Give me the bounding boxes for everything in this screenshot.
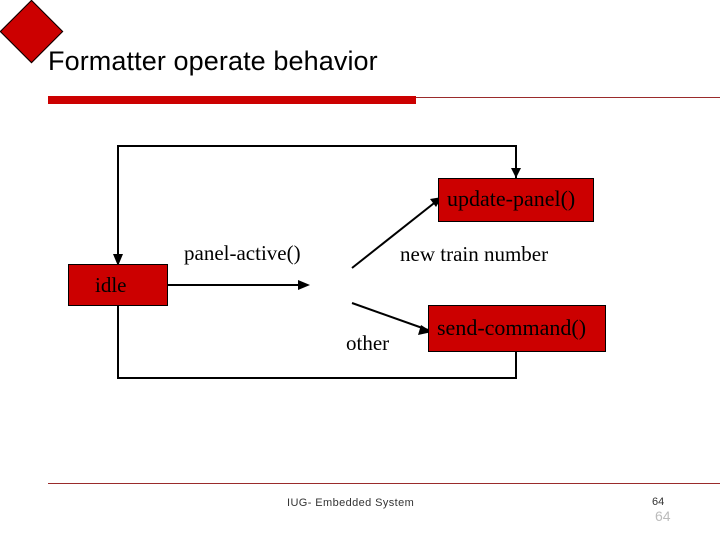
- footer-text: IUG- Embedded System: [287, 497, 415, 509]
- arrowhead-decision: [298, 280, 310, 290]
- edge-label-other: other: [346, 331, 390, 355]
- edge-send-command-to-idle: [117, 306, 517, 379]
- edge-idle-to-update-panel: [117, 145, 517, 264]
- state-node-send-command-label: send-command(): [437, 315, 587, 340]
- state-node-update-panel-label: update-panel(): [447, 186, 576, 211]
- arrowhead-update-panel: [511, 168, 521, 178]
- page-number-shadow: 64: [655, 508, 671, 524]
- title-accent-bar: [48, 96, 416, 104]
- edge-label-new-train-number: new train number: [400, 242, 549, 266]
- footer-divider: [48, 483, 720, 484]
- state-node-send-command[interactable]: [428, 305, 606, 352]
- state-node-idle-label: idle: [95, 273, 127, 297]
- edge-label-panel-active: panel-active(): [184, 241, 301, 265]
- arrowhead-idle: [113, 254, 123, 266]
- edge-decision-to-send-command: [351, 302, 429, 331]
- state-node-idle[interactable]: [68, 264, 168, 306]
- edge-decision-to-update-panel: [351, 199, 439, 269]
- page-number: 64: [652, 496, 665, 508]
- state-node-update-panel[interactable]: [438, 178, 594, 222]
- page-title: Formatter operate behavior: [48, 46, 378, 76]
